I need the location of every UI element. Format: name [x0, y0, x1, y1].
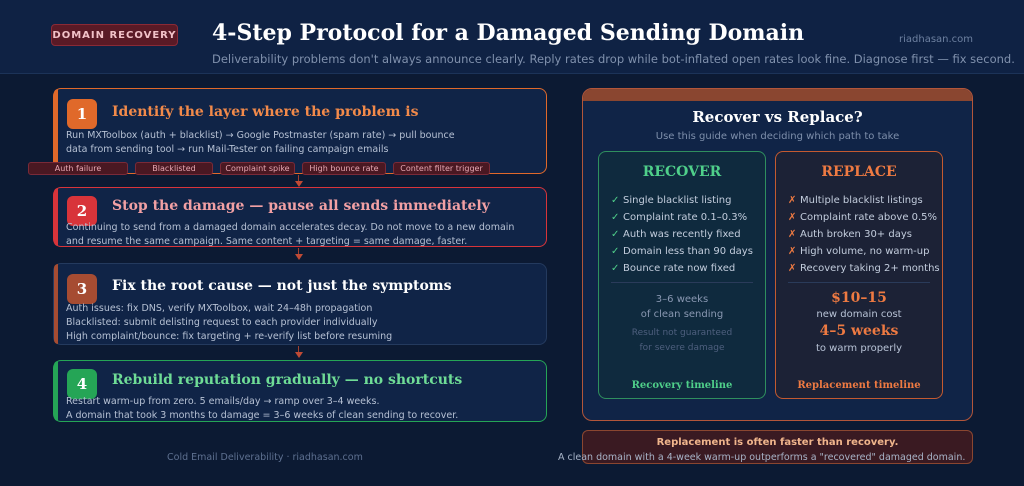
- list-item: ✗Complaint rate above 0.5%: [788, 209, 940, 226]
- step-2-body: Continuing to send from a damaged domain…: [66, 221, 514, 249]
- arrow-2-3: [295, 254, 303, 260]
- check-icon: ✓: [611, 229, 620, 240]
- replace-cost-label: new domain cost: [816, 309, 902, 320]
- check-icon: ✓: [611, 263, 620, 274]
- step-1-line-2: data from sending tool → run Mail-Tester…: [66, 144, 389, 155]
- recover-column: RECOVER ✓Single blacklist listing ✓Compl…: [598, 151, 766, 399]
- step-1-body: Run MXToolbox (auth + blacklist) → Googl…: [66, 129, 455, 157]
- step-2-line-1: Continuing to send from a damaged domain…: [66, 222, 515, 233]
- arrow-1-2: [295, 181, 303, 187]
- step-2-line-2: and resume the same campaign. Same conte…: [66, 236, 468, 247]
- tag-complaint-spike: Complaint spike: [220, 162, 295, 175]
- list-item: ✗Multiple blacklist listings: [788, 192, 940, 209]
- step-3-body: Auth issues: fix DNS, verify MXToolbox, …: [66, 302, 392, 344]
- list-item: ✓Single blacklist listing: [611, 192, 753, 209]
- step-3-card: 3 Fix the root cause — not just the symp…: [53, 263, 547, 345]
- cross-icon: ✗: [788, 246, 797, 257]
- step-2-title: Stop the damage — pause all sends immedi…: [112, 198, 490, 214]
- replacement-timeline-label: Replacement timeline: [797, 380, 921, 391]
- tag-high-bounce-rate: High bounce rate: [302, 162, 386, 175]
- recover-criteria-list: ✓Single blacklist listing ✓Complaint rat…: [611, 192, 753, 277]
- replace-column: REPLACE ✗Multiple blacklist listings ✗Co…: [775, 151, 943, 399]
- site-link[interactable]: riadhasan.com: [899, 34, 974, 45]
- page-title: 4-Step Protocol for a Damaged Sending Do…: [212, 20, 805, 46]
- step-4-card: 4 Rebuild reputation gradually — no shor…: [53, 360, 547, 422]
- recover-divider: [611, 282, 753, 283]
- list-item: ✓Auth was recently fixed: [611, 226, 753, 243]
- tag-auth-failure: Auth failure: [28, 162, 128, 175]
- recovery-timeline-label: Recovery timeline: [631, 380, 733, 391]
- recover-time-line-1: 3–6 weeks: [655, 294, 709, 305]
- domain-recovery-badge: DOMAIN RECOVERY: [51, 24, 178, 46]
- replace-divider: [788, 282, 930, 283]
- step-3-line-3: High complaint/bounce: fix targeting + r…: [66, 331, 393, 342]
- recover-heading: RECOVER: [642, 164, 722, 180]
- cross-icon: ✗: [788, 212, 797, 223]
- panel-top-bar: [583, 89, 972, 101]
- step-3-accent-bar: [54, 264, 58, 344]
- step-2-number: 2: [67, 196, 97, 226]
- step-2-accent-bar: [54, 188, 58, 246]
- tag-blacklisted: Blacklisted: [135, 162, 213, 175]
- step-1-number: 1: [67, 99, 97, 129]
- list-item: ✓Complaint rate 0.1–0.3%: [611, 209, 753, 226]
- recover-note-line-2: for severe damage: [639, 343, 725, 353]
- step-1-accent-bar: [54, 89, 58, 173]
- check-icon: ✓: [611, 195, 620, 206]
- replace-cost: $10–15: [831, 290, 887, 306]
- step-4-accent-bar: [54, 361, 58, 421]
- step-2-card: 2 Stop the damage — pause all sends imme…: [53, 187, 547, 247]
- tag-content-filter-trigger: Content filter trigger: [393, 162, 490, 175]
- replace-time-label: to warm properly: [815, 343, 903, 354]
- panel-subtitle: Use this guide when deciding which path …: [655, 131, 900, 142]
- step-3-number: 3: [67, 274, 97, 304]
- check-icon: ✓: [611, 212, 620, 223]
- cross-icon: ✗: [788, 195, 797, 206]
- replace-time: 4–5 weeks: [819, 323, 899, 339]
- list-item: ✓Domain less than 90 days: [611, 243, 753, 260]
- callout-detail: A clean domain with a 4-week warm-up out…: [558, 452, 966, 463]
- recover-note-line-1: Result not guaranteed: [631, 328, 733, 338]
- step-3-line-1: Auth issues: fix DNS, verify MXToolbox, …: [66, 303, 373, 314]
- callout-headline: Replacement is often faster than recover…: [656, 437, 899, 448]
- step-1-card: 1 Identify the layer where the problem i…: [53, 88, 547, 174]
- panel-title: Recover vs Replace?: [692, 108, 863, 126]
- arrow-3-4: [295, 352, 303, 358]
- list-item: ✓Bounce rate now fixed: [611, 260, 753, 277]
- step-4-line-2: A domain that took 3 months to damage = …: [66, 410, 459, 421]
- connector-3-4: [298, 346, 299, 354]
- recover-time-line-2: of clean sending: [640, 309, 724, 320]
- header: DOMAIN RECOVERY 4-Step Protocol for a Da…: [0, 0, 1024, 74]
- step-3-line-2: Blacklisted: submit delisting request to…: [66, 317, 378, 328]
- recover-vs-replace-panel: Recover vs Replace? Use this guide when …: [582, 88, 973, 421]
- cross-icon: ✗: [788, 263, 797, 274]
- step-3-title: Fix the root cause — not just the sympto…: [112, 278, 452, 294]
- problem-layer-tags: Auth failure Blacklisted Complaint spike…: [28, 162, 490, 175]
- step-4-title: Rebuild reputation gradually — no shortc…: [112, 372, 463, 388]
- step-4-line-1: Restart warm-up from zero. 5 emails/day …: [66, 396, 380, 407]
- list-item: ✗Recovery taking 2+ months: [788, 260, 940, 277]
- replace-heading: REPLACE: [821, 164, 897, 180]
- check-icon: ✓: [611, 246, 620, 257]
- connector-2-3: [298, 248, 299, 256]
- list-item: ✗High volume, no warm-up: [788, 243, 940, 260]
- step-4-number: 4: [67, 369, 97, 399]
- step-4-body: Restart warm-up from zero. 5 emails/day …: [66, 395, 458, 423]
- step-1-title: Identify the layer where the problem is: [112, 104, 419, 120]
- replace-criteria-list: ✗Multiple blacklist listings ✗Complaint …: [788, 192, 940, 277]
- page-subtitle: Deliverability problems don't always ann…: [212, 52, 1015, 66]
- step-1-line-1: Run MXToolbox (auth + blacklist) → Googl…: [66, 130, 455, 141]
- cross-icon: ✗: [788, 229, 797, 240]
- replacement-callout: Replacement is often faster than recover…: [582, 430, 973, 464]
- list-item: ✗Auth broken 30+ days: [788, 226, 940, 243]
- footer-credit: Cold Email Deliverability · riadhasan.co…: [167, 452, 363, 463]
- connector-1-2: [298, 175, 299, 183]
